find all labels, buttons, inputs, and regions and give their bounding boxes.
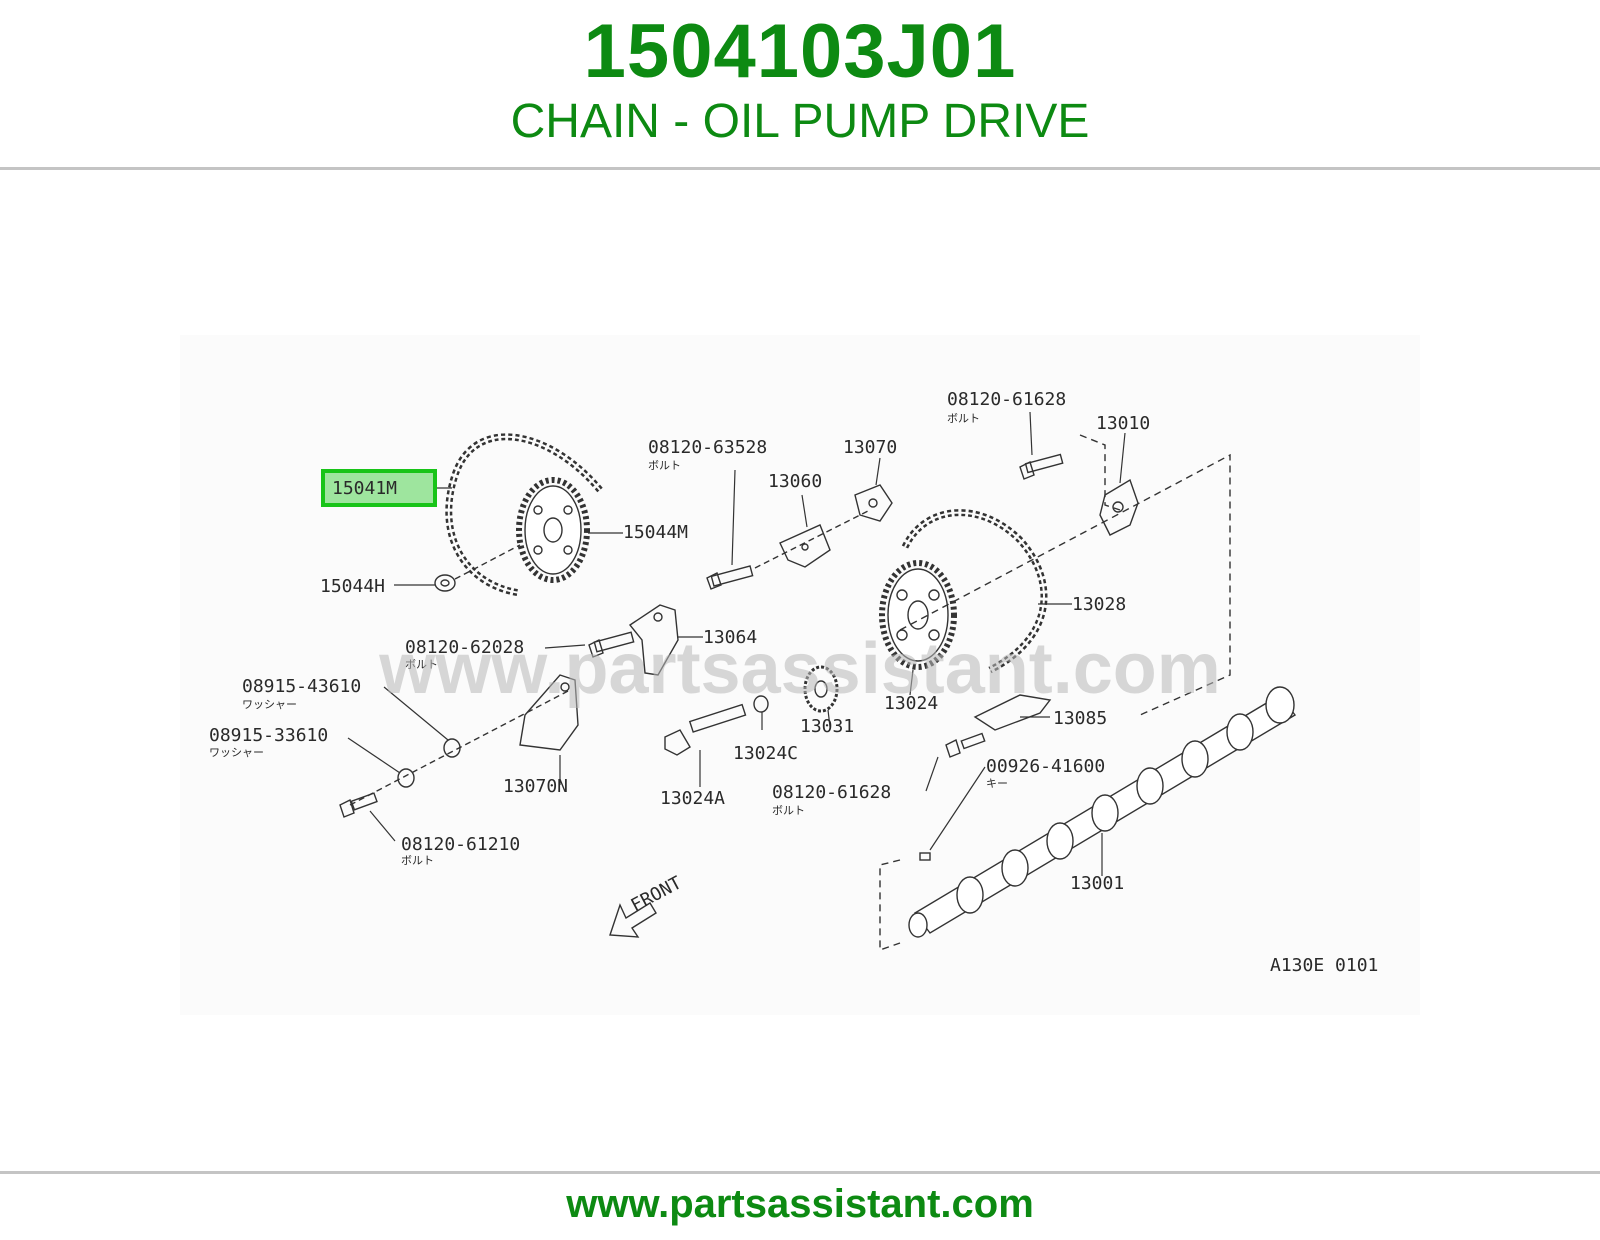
exploded-view-drawing: 15041M 15044M 15044H 08120-63528 ボルト 130… (209, 389, 1378, 976)
part-title: CHAIN - OIL PUMP DRIVE (510, 95, 1090, 148)
chain-tensioner (854, 484, 893, 522)
camshaft-locate-plate (973, 694, 1052, 731)
callout-08120-61628-lower[interactable]: 08120-61628 (772, 782, 891, 803)
bolt-08120-62028 (588, 631, 635, 658)
callout-08915-33610[interactable]: 08915-33610 (209, 725, 328, 746)
bolt-08120-61628-top (1019, 453, 1064, 480)
callout-13028[interactable]: 13028 (1072, 594, 1126, 615)
header-divider (0, 167, 1600, 170)
bolt-08120-63528 (706, 565, 754, 590)
callout-13070N[interactable]: 13070N (503, 776, 568, 797)
callout-15041M[interactable]: 15041M (332, 478, 397, 499)
watermark: www.partsassistant.com (378, 629, 1221, 709)
callout-00926-41600[interactable]: 00926-41600 (986, 756, 1105, 777)
washer-08915-33610 (397, 768, 415, 788)
washer-13024c (753, 695, 769, 713)
camshaft (908, 686, 1297, 938)
tensioner-bracket (779, 524, 831, 568)
callout-13085[interactable]: 13085 (1053, 708, 1107, 729)
callout-15044M[interactable]: 15044M (623, 522, 688, 543)
callout-08120-63528[interactable]: 08120-63528 (648, 437, 767, 458)
front-arrow-icon (609, 902, 657, 938)
parts-diagram: 15041M 15044M 15044H 08120-63528 ボルト 130… (180, 335, 1420, 1015)
callout-08120-62028[interactable]: 08120-62028 (405, 637, 524, 658)
guide-bracket (519, 674, 579, 751)
callout-08915-33610-desc: ワッシャー (209, 746, 264, 759)
chain-guide (628, 604, 679, 676)
callout-08120-61628-lower-desc: ボルト (772, 804, 805, 817)
page-header: 1504103J01 CHAIN - OIL PUMP DRIVE (0, 0, 1600, 170)
distributor-drive-gear (803, 665, 839, 713)
callout-08915-43610-desc: ワッシャー (242, 698, 297, 711)
camshaft-chain (901, 509, 1048, 674)
callout-13024[interactable]: 13024 (884, 693, 938, 714)
callout-13024C[interactable]: 13024C (733, 743, 798, 764)
callout-08120-61628-top-desc: ボルト (947, 412, 980, 425)
cover-outline (879, 434, 1231, 951)
callout-13060[interactable]: 13060 (768, 471, 822, 492)
callout-08120-62028-desc: ボルト (405, 658, 438, 671)
cover-gasket (1099, 478, 1139, 536)
callout-08120-61210-desc: ボルト (401, 854, 434, 867)
highlighted-callout-box (321, 469, 437, 507)
callout-13031[interactable]: 13031 (800, 716, 854, 737)
callout-13070[interactable]: 13070 (843, 437, 897, 458)
callout-13001[interactable]: 13001 (1070, 873, 1124, 894)
footer-divider (0, 1171, 1600, 1174)
callout-15044H[interactable]: 15044H (320, 576, 385, 597)
callout-13064[interactable]: 13064 (703, 627, 757, 648)
washer-08915-43610 (443, 738, 461, 758)
camshaft-key (919, 852, 931, 861)
camshaft-sprocket (879, 560, 957, 670)
sprocket-bolt (664, 703, 747, 756)
callout-13010[interactable]: 13010 (1096, 413, 1150, 434)
footer-url[interactable]: www.partsassistant.com (566, 1182, 1034, 1226)
front-label: FRONT (627, 872, 685, 916)
callout-08120-61628-top[interactable]: 08120-61628 (947, 389, 1066, 410)
callout-13024A[interactable]: 13024A (660, 788, 725, 809)
bolt-08120-61210 (339, 792, 378, 818)
sprocket-nut (434, 574, 456, 592)
oil-pump-chain (445, 433, 603, 597)
callout-00926-41600-desc: キー (986, 777, 1008, 790)
callout-08120-63528-desc: ボルト (648, 459, 681, 472)
callout-08915-43610[interactable]: 08915-43610 (242, 676, 361, 697)
drawing-code: A130E 0101 (1270, 955, 1378, 976)
bolt-08120-61628-lower (945, 732, 986, 758)
part-number: 1504103J01 (583, 9, 1017, 94)
callout-08120-61210[interactable]: 08120-61210 (401, 834, 520, 855)
oil-pump-sprocket (516, 477, 590, 583)
